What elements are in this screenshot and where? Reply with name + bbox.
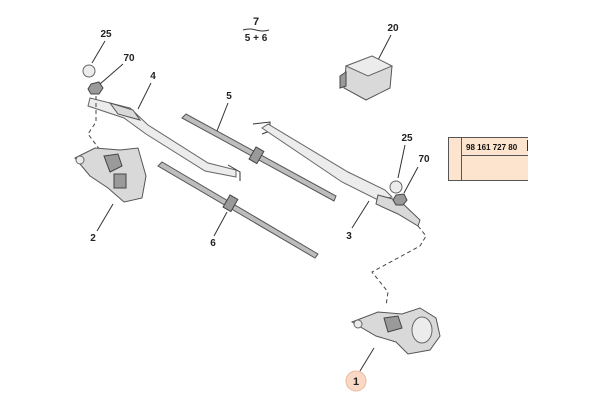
motor-left-housing [113, 173, 127, 189]
label-25-left: 25 [100, 29, 112, 40]
motor-right-gear [383, 315, 403, 333]
arm-left-body [87, 97, 237, 178]
label-5: 5 [226, 91, 232, 102]
motor-left-mount [75, 155, 85, 165]
leader-70-right [403, 166, 419, 194]
blade-lower-body [157, 161, 319, 259]
leader-2 [96, 203, 114, 232]
dash-left-link [87, 96, 101, 151]
motor-left-gear [103, 153, 123, 173]
wiper-blade-lower: 6 [157, 161, 319, 259]
blade-upper-clip [248, 146, 265, 165]
motor-right-mount [353, 319, 363, 329]
cap-25-right [389, 180, 403, 194]
module-20-connector [339, 71, 347, 89]
leader-4 [137, 82, 152, 110]
blade-lower-clip [222, 194, 239, 213]
arm-right-body [261, 123, 394, 201]
cap-25-left [82, 64, 96, 78]
right-fasteners: 25 70 [389, 133, 430, 206]
motor-right-cylinder [411, 316, 433, 344]
reference-box-divider [461, 138, 462, 180]
motor-left: 2 [74, 96, 147, 244]
dash-right-link [371, 225, 427, 307]
wiper-blade-upper: 5 [181, 91, 337, 202]
motor-left-body [74, 147, 147, 203]
highlight-circle-1 [345, 370, 367, 392]
arm-left-tip [227, 164, 241, 181]
left-fasteners: 25 70 [82, 29, 135, 95]
reference-box-row-line [461, 155, 528, 156]
leader-70-left [99, 63, 124, 85]
nut-70-left [87, 81, 104, 95]
label-6: 6 [210, 238, 216, 249]
label-5-plus-6: 5 + 6 [245, 33, 268, 44]
leader-25-left [91, 40, 106, 64]
callout-7-group: 7 5 + 6 [242, 16, 270, 44]
wiper-arm-left: 4 [87, 71, 241, 181]
label-70-right: 70 [418, 154, 430, 165]
nut-70-right [392, 193, 408, 206]
reference-box: 98 161 727 80 [448, 137, 528, 181]
leader-20 [377, 34, 392, 61]
module-20-top [344, 55, 394, 77]
label-1: 1 [353, 376, 359, 388]
motor-right: 1 [345, 225, 441, 392]
label-2: 2 [90, 233, 96, 244]
brace-line [242, 28, 270, 32]
leader-6 [213, 211, 228, 237]
leader-3 [351, 200, 370, 229]
label-20: 20 [387, 23, 399, 34]
label-70-left: 70 [123, 53, 135, 64]
label-3: 3 [346, 231, 352, 242]
leader-5 [216, 102, 229, 132]
part-number: 98 161 727 80 [466, 143, 518, 152]
reference-box-tick [527, 140, 528, 151]
label-25-right: 25 [401, 133, 413, 144]
label-4: 4 [150, 71, 156, 82]
module-20: 20 [339, 23, 399, 101]
arm-left-head [108, 102, 142, 121]
leader-1 [359, 347, 375, 372]
leader-25-right [397, 144, 406, 179]
label-7: 7 [253, 16, 259, 28]
